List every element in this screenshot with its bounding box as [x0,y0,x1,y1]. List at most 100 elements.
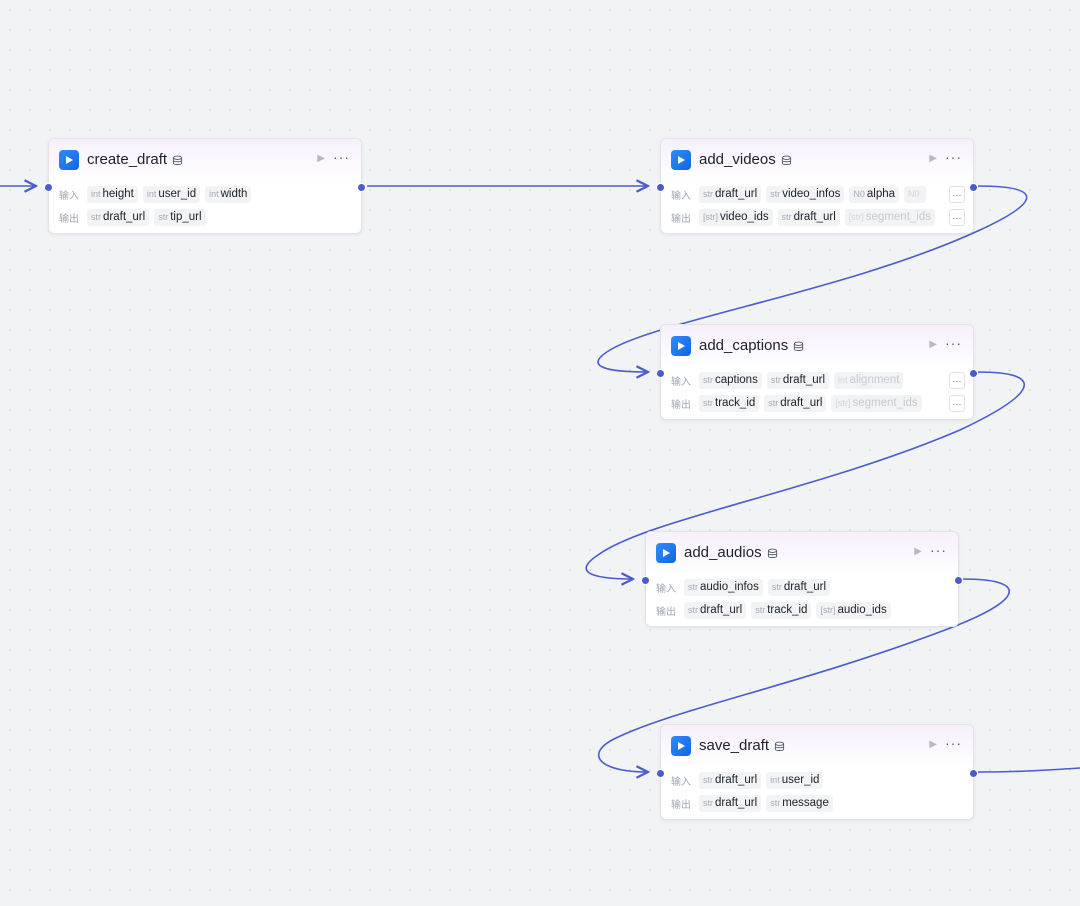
param-type: str [768,398,779,408]
param-name: draft_url [715,188,758,200]
node-title-text: create_draft [87,151,168,168]
more-icon[interactable]: ··· [333,149,350,165]
param-name: video_ids [720,211,769,223]
input-label: 输入 [59,190,79,202]
param-name: draft_url [715,797,758,809]
node-title: add_videos [699,151,792,169]
run-icon[interactable]: ▶ [929,153,937,164]
param-name: width [220,188,248,200]
node-title: add_captions [699,337,804,355]
input-port[interactable] [656,183,665,192]
param-type: int [91,189,101,199]
output-port[interactable] [969,183,978,192]
param-type: N0 [908,189,920,199]
param-type: str [770,375,781,385]
output-port[interactable] [357,183,366,192]
param-type: str [703,189,713,199]
node-title: add_audios [684,544,778,562]
run-icon[interactable]: ▶ [317,153,325,164]
param-type: str [771,582,782,592]
param-type: N0 [853,189,865,199]
more-params-button[interactable]: ··· [949,209,965,226]
param-pill: [str]segment_ids [844,208,935,226]
node-title: save_draft [699,737,785,755]
param-name: height [102,188,134,200]
param-type: int [209,189,219,199]
param-type: int [146,189,157,199]
param-name: segment_ids [852,397,918,409]
param-type: str [688,605,698,615]
output-port[interactable] [954,576,963,585]
param-name: track_id [767,604,808,616]
play-logo-icon [656,543,676,563]
node-title-text: add_videos [699,151,776,168]
run-icon[interactable]: ▶ [914,546,922,557]
play-logo-icon [671,150,691,170]
param-type: str [781,212,792,222]
param-name: draft_url [103,211,146,223]
param-pill: [str]segment_ids [831,394,922,412]
node-header: create_draft ▶ ··· [49,139,361,181]
param-pill: [str]video_ids [699,208,773,226]
param-name: tip_url [170,211,202,223]
param-name: video_infos [782,188,841,200]
input-label: 输入 [671,376,691,388]
more-icon[interactable]: ··· [945,149,962,165]
input-port[interactable] [44,183,53,192]
more-params-button[interactable]: ··· [949,186,965,203]
input-port[interactable] [656,369,665,378]
node-title-text: save_draft [699,737,770,754]
param-pill: [str]audio_ids [816,601,891,619]
param-name: track_id [715,397,756,409]
param-type: [str] [820,605,836,615]
param-name: draft_url [782,374,826,386]
output-port[interactable] [969,769,978,778]
param-type: str [703,775,713,785]
database-icon [774,741,785,751]
play-logo-icon [671,736,691,756]
more-params-button[interactable]: ··· [949,372,965,389]
param-name: draft_url [700,604,743,616]
input-label: 输入 [671,190,691,202]
run-icon[interactable]: ▶ [929,739,937,750]
more-icon[interactable]: ··· [945,335,962,351]
input-port[interactable] [641,576,650,585]
node-header: save_draft ▶ ··· [661,725,973,767]
more-icon[interactable]: ··· [945,735,962,751]
more-icon[interactable]: ··· [930,542,947,558]
more-params-button[interactable]: ··· [949,395,965,412]
output-port[interactable] [969,369,978,378]
play-logo-icon [59,150,79,170]
run-icon[interactable]: ▶ [929,339,937,350]
output-label: 输出 [671,399,691,411]
param-name: draft_url [780,397,823,409]
input-port[interactable] [656,769,665,778]
node-title-text: add_audios [684,544,762,561]
